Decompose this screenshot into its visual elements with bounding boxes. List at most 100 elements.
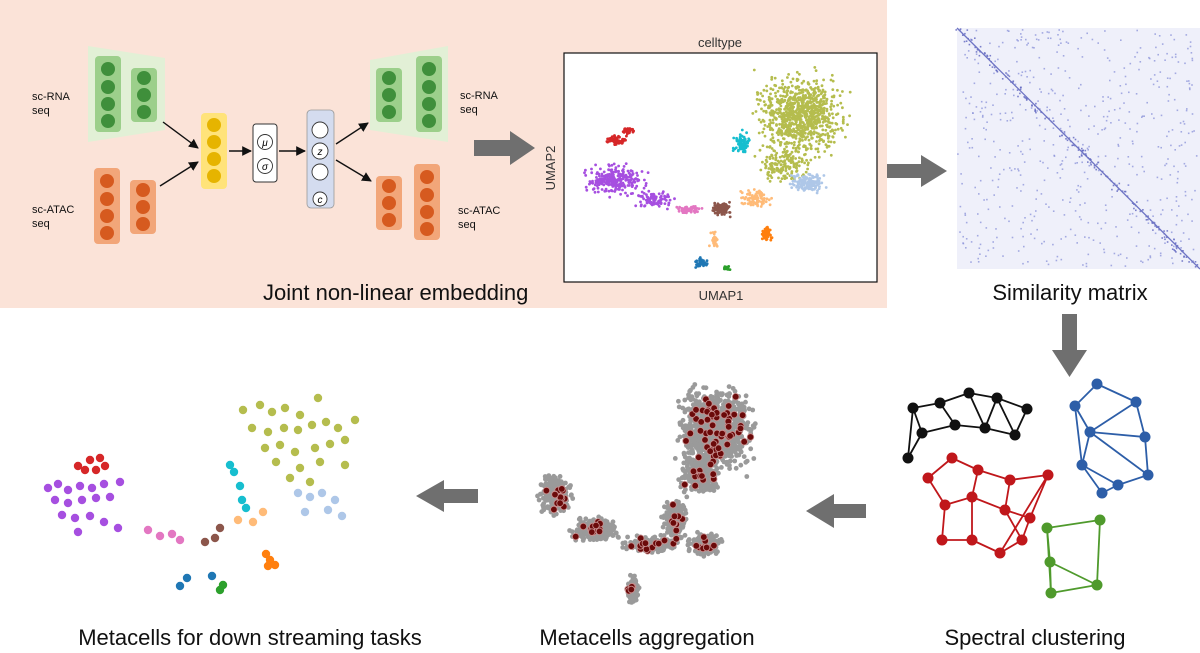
cell-point	[788, 167, 791, 171]
matrix-cell	[1064, 235, 1067, 238]
cell-point	[766, 225, 769, 229]
atac-input-label: sc-ATAC	[32, 204, 74, 216]
matrix-cell	[1053, 155, 1056, 157]
matrix-cell	[1059, 99, 1061, 102]
matrix-cell	[971, 39, 973, 41]
cell-point	[791, 179, 795, 183]
cell-point	[816, 189, 819, 193]
cell-point	[816, 94, 819, 98]
matrix-cell	[1081, 152, 1083, 155]
cell-point	[566, 484, 571, 490]
matrix-cell	[1080, 154, 1083, 156]
similarity-matrix-cells	[955, 28, 1199, 268]
cell-point	[595, 536, 601, 541]
cell-point	[736, 452, 742, 458]
cell-point	[756, 201, 759, 204]
graph-node	[999, 504, 1011, 516]
cell-point	[818, 177, 822, 180]
cell-point	[818, 112, 822, 116]
cell-point	[677, 434, 683, 440]
graph-edge	[1089, 401, 1137, 433]
cell-point	[804, 104, 808, 108]
network-node	[420, 222, 434, 236]
cell-point	[744, 458, 750, 464]
matrix-cell	[1017, 95, 1019, 98]
matrix-cell	[1035, 198, 1037, 200]
cell-point	[786, 99, 790, 103]
matrix-cell	[1059, 164, 1062, 166]
cell-point	[644, 184, 648, 188]
cell-point	[786, 86, 790, 90]
graph-node	[1024, 512, 1036, 524]
cell-point	[608, 176, 612, 179]
cell-point	[777, 176, 780, 180]
matrix-cell	[1067, 146, 1069, 149]
cell-point	[767, 167, 771, 170]
matrix-cell	[1024, 70, 1027, 73]
matrix-cell	[1057, 44, 1060, 46]
cell-point	[792, 115, 795, 118]
matrix-cell	[1080, 109, 1082, 112]
matrix-cell	[1099, 242, 1101, 244]
matrix-cell	[1119, 137, 1122, 139]
cell-point	[740, 128, 744, 132]
cell-point	[682, 423, 688, 429]
matrix-cell	[992, 247, 995, 249]
cell-point	[742, 135, 745, 139]
matrix-cell	[1059, 38, 1061, 41]
network-node	[382, 71, 396, 85]
matrix-cell	[1024, 109, 1027, 111]
matrix-cell	[990, 113, 993, 116]
graph-node	[979, 422, 991, 434]
cell-point	[821, 120, 825, 124]
matrix-cell	[1035, 210, 1037, 212]
cell-point	[675, 438, 681, 443]
graph-edge	[996, 397, 1016, 436]
cell-point	[732, 388, 738, 394]
cell-point	[812, 94, 815, 98]
cell-point	[591, 188, 595, 191]
matrix-cell	[984, 138, 986, 141]
cell-point	[798, 156, 801, 160]
cell-point	[780, 123, 784, 127]
cell-point	[781, 82, 785, 86]
matrix-cell	[1168, 93, 1170, 96]
cell-point	[771, 121, 775, 125]
matrix-cell	[1060, 163, 1063, 165]
cell-point	[776, 89, 780, 93]
matrix-cell	[1104, 222, 1107, 224]
matrix-cell	[1029, 69, 1031, 72]
cell-point	[783, 132, 786, 136]
cell-point	[786, 130, 790, 134]
cell-point	[754, 110, 758, 113]
matrix-cell	[1171, 56, 1174, 59]
matrix-cell	[991, 66, 994, 68]
cell-point	[695, 259, 699, 263]
matrix-cell	[1087, 149, 1089, 151]
cell-point	[817, 187, 821, 191]
cell-point	[720, 391, 725, 397]
cell-point	[798, 143, 801, 147]
matrix-cell	[1184, 165, 1187, 167]
cell-point	[688, 417, 694, 423]
matrix-cell	[1050, 88, 1053, 91]
cell-point	[778, 122, 781, 126]
matrix-cell	[1185, 34, 1188, 36]
matrix-cell	[1166, 135, 1168, 138]
cell-point	[610, 181, 614, 185]
matrix-cell	[1009, 119, 1012, 122]
graph-edge	[1049, 561, 1098, 586]
matrix-cell	[1006, 73, 1008, 75]
cell-point	[744, 142, 748, 145]
cell-point	[797, 108, 800, 111]
matrix-cell	[1072, 136, 1075, 139]
umap-celltype-scatter	[583, 66, 852, 271]
matrix-cell	[1188, 87, 1191, 89]
cell-point	[617, 169, 620, 173]
graph-edge	[1096, 519, 1101, 586]
matrix-cell	[970, 38, 972, 41]
matrix-cell	[973, 118, 976, 121]
cell-point	[804, 138, 807, 141]
cell-point	[805, 176, 809, 180]
cell-point	[770, 147, 774, 150]
